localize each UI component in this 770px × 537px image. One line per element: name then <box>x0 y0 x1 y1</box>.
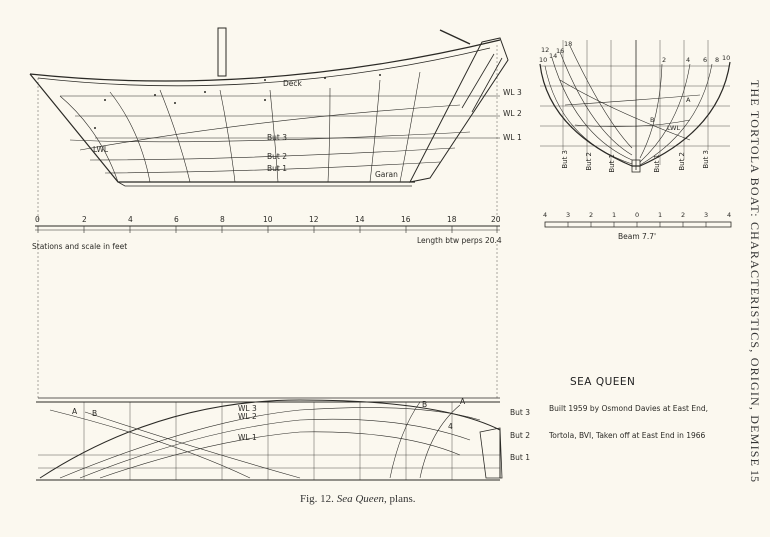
profile-but1-label: But 1 <box>267 164 287 173</box>
station-number: 18 <box>447 215 457 224</box>
profile-but2-label: But 2 <box>267 152 287 161</box>
figure-caption: Fig. 12. Sea Queen, plans. <box>300 493 416 505</box>
half-breadth-wl2-label: WL 2 <box>238 412 257 421</box>
station-number: 4 <box>128 215 133 224</box>
body-plan-lwl-label: LWL <box>667 124 681 132</box>
beam-tick: 1 <box>612 211 617 219</box>
tiller <box>439 29 471 45</box>
body-plan-station-label: 16 <box>556 47 565 55</box>
half-breadth-diag-a-left: A <box>72 407 78 416</box>
running-head: THE TORTOLA BOAT: CHARACTERISTICS, ORIGI… <box>748 80 762 468</box>
body-plan-buttock-label: But 1 <box>653 154 661 173</box>
body-plan-buttock-label: But 2 <box>678 152 686 171</box>
page-number: 15 <box>748 470 762 482</box>
buttock-curve-2 <box>89 147 456 161</box>
body-plan-station-label: 10 <box>539 56 548 64</box>
body-plan-line-a: A <box>686 96 691 104</box>
half-breadth-but2-label: But 2 <box>510 431 530 440</box>
half-breadth-diag-b-right: B <box>422 400 428 409</box>
station-number: 12 <box>309 215 319 224</box>
body-plan-buttock-label: But 2 <box>585 152 593 171</box>
caption-suffix: , plans. <box>384 493 416 505</box>
station-number: 10 <box>263 215 273 224</box>
body-plan-station-label: 18 <box>564 40 573 48</box>
half-breadth-view <box>36 399 503 481</box>
beam-tick: 4 <box>543 211 548 219</box>
keel-label: Garan <box>375 170 398 179</box>
beam-tick: 2 <box>681 211 686 219</box>
half-breadth-outline <box>39 399 501 479</box>
mast-stub <box>217 27 227 77</box>
buttock-curve-3 <box>69 131 471 143</box>
body-plan-station-label: 2 <box>662 56 667 64</box>
body-plan-station-label: 10 <box>722 54 731 62</box>
length-caption: Length btw perps 20.4 <box>417 236 502 245</box>
station-number: 16 <box>401 215 411 224</box>
beam-caption: Beam 7.7' <box>618 232 657 241</box>
station-number: 0 <box>35 215 40 224</box>
built-line: Built 1959 by Osmond Davies at East End, <box>549 404 708 413</box>
beam-tick: 3 <box>566 211 571 219</box>
beam-scale <box>544 221 732 228</box>
body-plan-buttock-label: But 3 <box>561 150 569 169</box>
body-plan-station-label: 4 <box>686 56 691 64</box>
beam-tick: 2 <box>589 211 594 219</box>
station-number: 14 <box>355 215 365 224</box>
body-plan-buttock-label: But 3 <box>702 150 710 169</box>
half-breadth-but1-label: But 1 <box>510 453 530 462</box>
body-plan-station-label: 12 <box>541 46 550 54</box>
station-number: 2 <box>82 215 87 224</box>
profile-but3-label: But 3 <box>267 133 287 142</box>
half-breadth-wl3-label: WL 3 <box>238 404 257 413</box>
beam-tick: 0 <box>635 211 640 219</box>
body-plan-station-label: 8 <box>715 56 720 64</box>
body-plan-line-b: B <box>650 116 655 124</box>
buttock-curve-1 <box>104 161 441 174</box>
body-plan-station-label: 6 <box>703 56 708 64</box>
sheer-line <box>29 39 501 82</box>
station-scale <box>35 225 500 233</box>
caption-boat-name: Sea Queen <box>336 493 385 505</box>
beam-tick: 4 <box>727 211 732 219</box>
body-plan-station-label: 14 <box>549 52 558 60</box>
profile-lwl-label: LWL <box>93 145 109 154</box>
half-breadth-wl1-label: WL 1 <box>238 433 257 442</box>
half-breadth-diag-b-left: B <box>92 409 98 418</box>
profile-wl1-label: WL 1 <box>503 133 522 142</box>
stations-caption: Stations and scale in feet <box>32 242 128 251</box>
boat-name: SEA QUEEN <box>570 376 636 388</box>
beam-tick: 3 <box>704 211 709 219</box>
half-breadth-station-mark: 4 <box>448 422 453 431</box>
station-number: 6 <box>174 215 179 224</box>
body-plan-view <box>539 40 731 173</box>
profile-view <box>29 27 509 220</box>
half-breadth-diag-a-right: A <box>460 397 466 406</box>
lwl-line <box>79 104 461 151</box>
taken-off-line: Tortola, BVI, Taken off at East End in 1… <box>549 431 706 440</box>
station-number: 8 <box>220 215 225 224</box>
profile-wl3-label: WL 3 <box>503 88 522 97</box>
deck-label: Deck <box>283 79 302 88</box>
deck-line <box>37 47 491 87</box>
body-plan-buttock-label: But 1 <box>608 154 616 173</box>
station-number: 20 <box>491 215 501 224</box>
half-breadth-but3-label: But 3 <box>510 408 530 417</box>
caption-prefix: Fig. 12. <box>300 493 334 505</box>
body-plan-hull <box>539 61 731 167</box>
stem-post <box>409 37 509 183</box>
profile-wl2-label: WL 2 <box>503 109 522 118</box>
beam-tick: 1 <box>658 211 663 219</box>
